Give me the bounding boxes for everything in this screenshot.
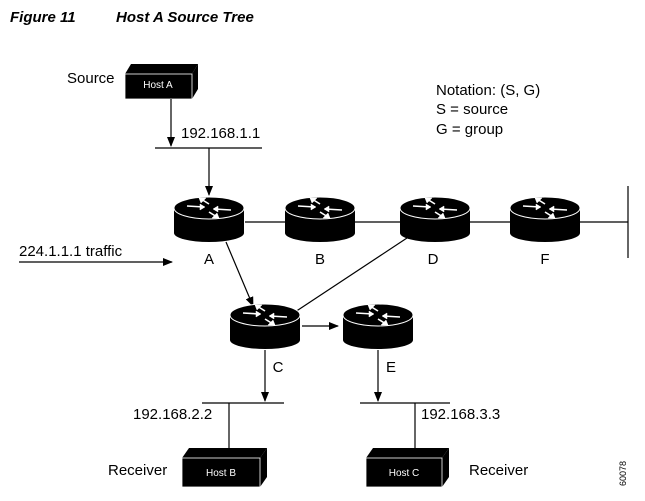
router-c (230, 304, 300, 349)
router-d-label: D (428, 251, 439, 268)
figure-title: Host A Source Tree (116, 9, 254, 26)
host-b: Host B (182, 448, 267, 487)
router-a (174, 197, 244, 242)
host-b-label: Host B (206, 468, 236, 479)
arrow-a-to-c (226, 242, 253, 306)
source-label: Source (67, 70, 115, 87)
receiver-c-role: Receiver (469, 462, 528, 479)
receiver-c-address: 192.168.3.3 (421, 406, 500, 423)
notation-source: S = source (436, 101, 508, 118)
notation-heading: Notation: (S, G) (436, 82, 540, 99)
router-b-label: B (315, 251, 325, 268)
router-d (400, 197, 470, 242)
host-a-label: Host A (143, 80, 173, 91)
receiver-b-role: Receiver (108, 462, 167, 479)
host-c: Host C (366, 448, 449, 487)
traffic-label: 224.1.1.1 traffic (19, 243, 123, 260)
figure-number: Figure 11 (10, 9, 76, 26)
router-b (285, 197, 355, 242)
host-a: Host A (125, 64, 198, 99)
router-e (343, 304, 413, 349)
receiver-b-address: 192.168.2.2 (133, 406, 212, 423)
figure-id: 60078 (618, 461, 628, 486)
notation-group: G = group (436, 121, 503, 138)
router-e-label: E (386, 359, 396, 376)
source-address: 192.168.1.1 (181, 125, 260, 142)
router-f-label: F (540, 251, 549, 268)
link-d-c (295, 236, 410, 312)
router-a-label: A (204, 251, 214, 268)
host-c-label: Host C (389, 468, 420, 479)
router-f (510, 197, 580, 242)
router-c-label: C (273, 359, 284, 376)
